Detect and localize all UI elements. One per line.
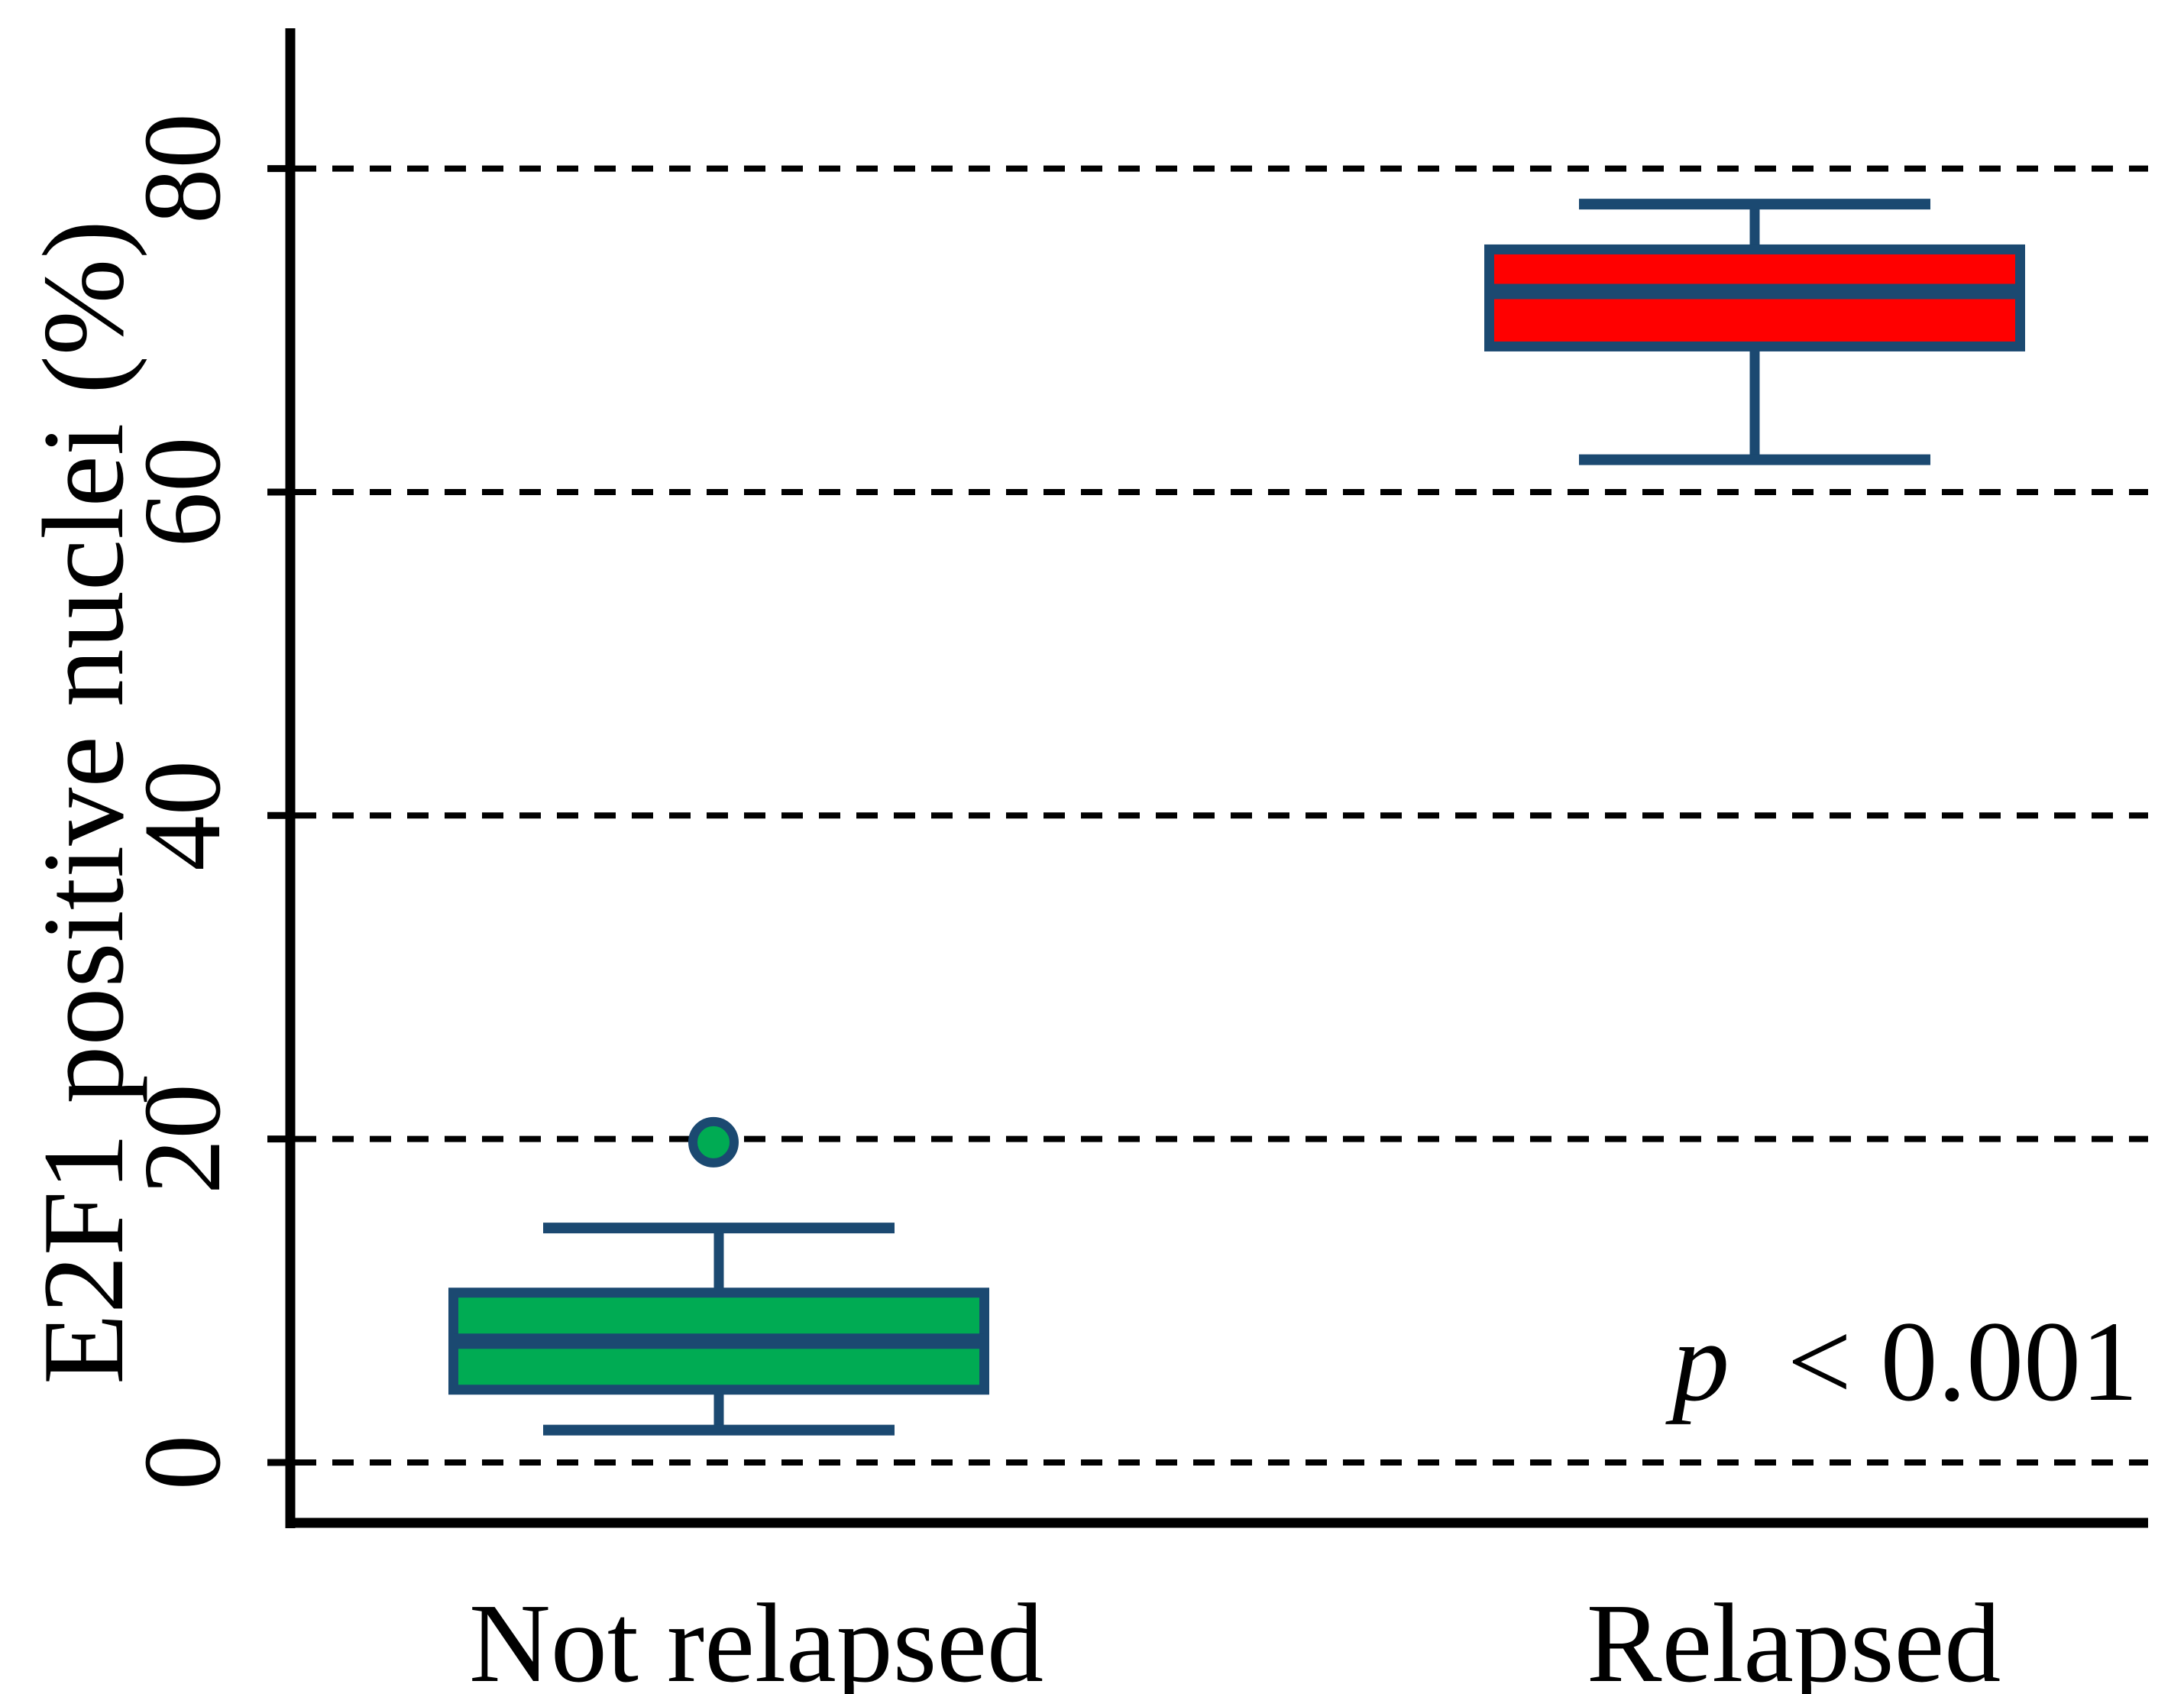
y-tick-label-20: 20 <box>121 1083 244 1194</box>
y-ticks-group: 0 20 40 60 80 <box>121 113 286 1490</box>
gridlines-group <box>295 165 2148 1466</box>
y-tick-label-80: 80 <box>121 113 244 224</box>
p-value-annotation: p < 0.001 <box>1665 1298 2138 1425</box>
outlier-point-not-relapsed-0 <box>688 1116 739 1168</box>
y-tick-label-60: 60 <box>121 436 244 547</box>
axes-group <box>285 28 2148 1528</box>
y-tick-label-40: 40 <box>121 760 244 871</box>
x-category-label-not-relapsed: Not relapsed <box>469 1581 1043 1694</box>
y-axis-title: E2F1 positive nuclei (%) <box>19 220 147 1385</box>
p-rest: < 0.001 <box>1788 1298 2139 1425</box>
boxes-group <box>448 199 2025 1436</box>
p-symbol: p <box>1665 1298 1729 1425</box>
x-category-label-relapsed: Relapsed <box>1587 1581 2001 1694</box>
y-tick-label-0: 0 <box>121 1435 244 1491</box>
box-group-not-relapsed <box>448 1116 989 1436</box>
box-group-relapsed <box>1484 199 2025 465</box>
